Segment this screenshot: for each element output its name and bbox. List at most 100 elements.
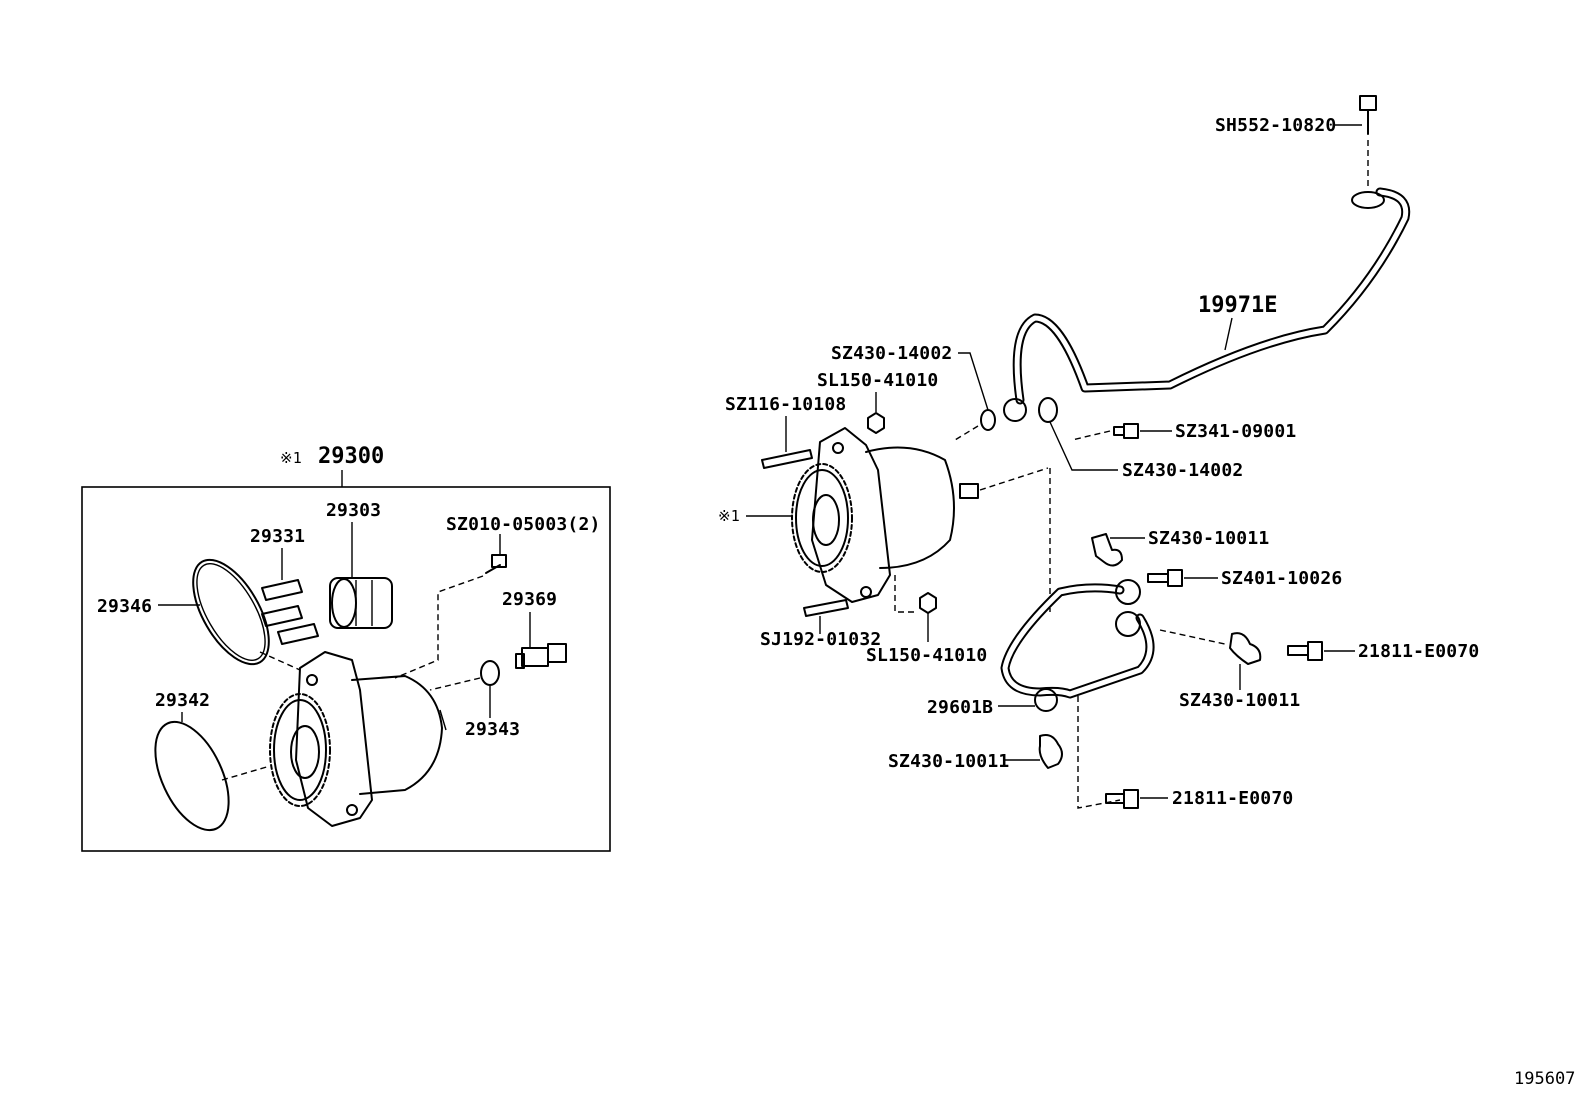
installed-gear-teeth (791, 463, 853, 573)
fitting-hex (521, 647, 549, 667)
label-sl150-b: SL150-41010 (866, 645, 987, 666)
pump-gear (273, 699, 327, 801)
stud-sz116 (761, 449, 813, 469)
label-sz430-d: SZ430-10011 (1179, 690, 1300, 711)
nut-sl150-b (919, 592, 937, 614)
installed-hub (812, 494, 840, 546)
dash-sz430-d (1159, 629, 1226, 645)
o-ring-29346-inner (196, 563, 266, 661)
label-29346: 29346 (97, 596, 152, 617)
side-marker: ※1 (718, 507, 740, 525)
pipe-19971e-inner (1014, 189, 1409, 403)
pump-flange (295, 651, 373, 827)
clamp-sz430-e (1038, 734, 1063, 769)
bolt-head (491, 554, 507, 568)
pump-bolt-hole-1 (306, 674, 318, 686)
installed-hole-2 (860, 586, 872, 598)
vacuum-pump-body (269, 651, 447, 827)
pump-gear-teeth (269, 693, 331, 807)
o-ring-29346 (192, 558, 270, 666)
pump-housing (351, 675, 443, 795)
label-sz010: SZ010-05003(2) (446, 514, 601, 535)
label-29369: 29369 (502, 589, 557, 610)
sz341-shank (1113, 426, 1125, 436)
label-29303: 29303 (326, 500, 381, 521)
dash-sl150-b (894, 575, 918, 613)
21811a-shank (1287, 645, 1309, 656)
gasket-29343 (480, 660, 500, 686)
washer-sz430-a (980, 409, 996, 431)
rotor-29303 (329, 577, 393, 629)
fitting-29369 (515, 643, 567, 669)
clamp-sz430-c (1091, 533, 1123, 567)
pump-hub (290, 725, 320, 779)
bolt-21811-b (1105, 789, 1139, 809)
pipe-19971e (1003, 187, 1411, 422)
sz401-shank (1147, 573, 1169, 583)
label-sz401: SZ401-10026 (1221, 568, 1342, 589)
leader-19971e (1224, 317, 1233, 351)
vane-2 (261, 605, 303, 627)
label-sz116: SZ116-10108 (725, 394, 846, 415)
21811b-head (1123, 789, 1139, 809)
dash-sz430-a (954, 425, 979, 441)
installed-flange (811, 427, 891, 603)
label-29331: 29331 (250, 526, 305, 547)
sz341-head (1123, 423, 1139, 439)
pump-boss (439, 709, 447, 731)
clamp-sz430-d (1229, 632, 1262, 665)
o-ring-29342 (154, 720, 230, 832)
label-sz430-e: SZ430-10011 (888, 751, 1009, 772)
vanes-29331 (261, 579, 319, 645)
pipe-29601b-banjo-bottom (1034, 688, 1058, 712)
pipe-banjo (1003, 398, 1027, 422)
pipe-29601b (1000, 579, 1155, 712)
label-sj192: SJ192-01032 (760, 629, 881, 650)
label-sh552: SH552-10820 (1215, 115, 1336, 136)
assembly-frame (81, 486, 611, 852)
bolt-sz401 (1147, 569, 1183, 587)
label-29342: 29342 (155, 690, 210, 711)
label-29343: 29343 (465, 719, 520, 740)
pipe-29601b-banjo-mid (1115, 611, 1141, 637)
label-sl150-a: SL150-41010 (817, 370, 938, 391)
rotor-body (329, 577, 393, 629)
sh552-head (1359, 95, 1377, 111)
installed-hole-1 (832, 442, 844, 454)
installed-view: SH552-10820 19971E SZ430-14002 SZ430-140… (718, 95, 1479, 809)
leader-sz430-a (958, 352, 989, 411)
label-sz430-b: SZ430-14002 (1122, 460, 1243, 481)
dash-29346 (259, 651, 301, 671)
installed-pump (791, 427, 979, 603)
dash-29343 (429, 677, 481, 691)
rotor-face (331, 578, 357, 628)
sz401-head (1167, 569, 1183, 587)
dash-vertical-b (1077, 696, 1121, 809)
installed-outlet (959, 483, 979, 499)
washer-sz430-b (1038, 397, 1058, 423)
figure-number: 195607 (1514, 1069, 1575, 1089)
label-19971e: 19971E (1198, 293, 1277, 318)
sz116-body (761, 449, 813, 469)
leader-sz430-b (1049, 421, 1118, 471)
assembly-marker: ※1 (280, 449, 302, 467)
pipe-29601b-inner (1002, 585, 1153, 697)
nut-sl150-a (867, 412, 885, 434)
label-29601b: 29601B (927, 697, 993, 718)
assembly-group: ※1 29300 29346 29331 29303 (81, 444, 611, 852)
fitting-thread (515, 653, 525, 669)
bolt-sz010 (485, 554, 507, 574)
assembly-number: 29300 (318, 444, 384, 469)
dash-sz010 (394, 575, 484, 679)
dash-29342 (221, 765, 271, 781)
pipe-bracket (1351, 191, 1385, 209)
pump-bolt-hole-2 (346, 804, 358, 816)
vane-3 (277, 623, 319, 645)
stud-sj192 (803, 599, 849, 617)
bolt-shank (485, 564, 501, 574)
dash-sz341 (1071, 430, 1111, 441)
21811a-head (1307, 641, 1323, 661)
installed-housing (865, 446, 955, 569)
label-sz430-c: SZ430-10011 (1148, 528, 1269, 549)
